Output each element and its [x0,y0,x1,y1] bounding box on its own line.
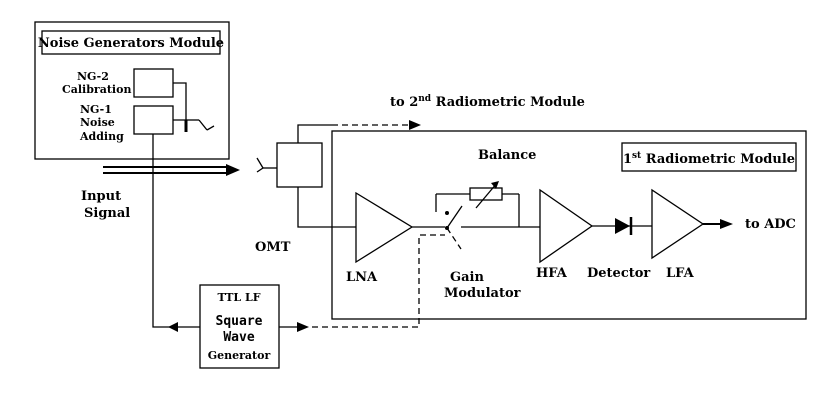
ttl-to-ng1-arrowhead [168,322,178,332]
first-module-title-box [621,142,797,172]
omt-to-second-module-line [297,124,332,143]
second-module-suffix: Radiometric Module [431,95,585,110]
ng1-control-line [152,134,200,328]
ng1-label-2: Noise [80,116,115,129]
noise-switch [173,82,215,132]
first-module-title: 1st Radiometric Module [623,151,795,167]
second-module-arrowhead [409,120,421,130]
first-module-sup: st [632,151,642,161]
lna-label: LNA [346,270,378,285]
second-module-prefix: to 2 [390,95,418,110]
detector-label: Detector [587,266,650,281]
lfa-label: LFA [666,266,695,281]
omt-box [276,142,323,188]
detector-diode-icon [615,217,633,235]
noise-module-title-box [41,30,221,55]
omt-antenna [256,157,277,173]
ng2-box [133,68,174,98]
ttl-output-arrowhead [297,322,309,332]
ttl-label-2: Square [216,314,263,329]
ttl-generator-box [199,284,280,369]
ttl-label-3: Wave [223,330,254,345]
second-module-label: to 2nd Radiometric Module [390,94,585,110]
hfa-amplifier [539,188,594,264]
balance-label: Balance [478,148,536,163]
ttl-to-gain-modulator-dashed-line [312,234,445,328]
second-module-sup: nd [418,94,432,104]
omt-to-lna-line [297,187,356,228]
ng2-label-1: NG-2 [77,70,109,83]
input-label-1: Input [81,189,121,204]
ng2-label-2: Calibration [62,83,131,96]
omt-label: OMT [255,240,291,255]
input-signal-arrow [103,164,240,176]
gain-modulator-label-1: Gain [450,270,484,285]
ttl-label-1: TTL LF [217,291,260,304]
lfa-amplifier [651,188,705,260]
ng1-label-1: NG-1 [80,103,112,116]
ttl-label-4: Generator [208,349,271,362]
gain-modulator-switch [435,181,540,250]
adc-arrowhead [720,219,733,229]
noise-module-title: Noise Generators Module [38,36,224,51]
input-label-2: Signal [84,206,130,221]
hfa-label: HFA [536,266,568,281]
adc-label: to ADC [745,217,796,232]
ng1-label-3: Adding [79,130,124,143]
lna-amplifier [355,191,414,264]
gain-modulator-label-2: Modulator [444,286,521,301]
ng1-box [133,105,174,135]
first-module-prefix: 1 [623,152,632,167]
first-module-suffix: Radiometric Module [641,152,795,167]
first-radiometric-module-box [331,130,807,320]
